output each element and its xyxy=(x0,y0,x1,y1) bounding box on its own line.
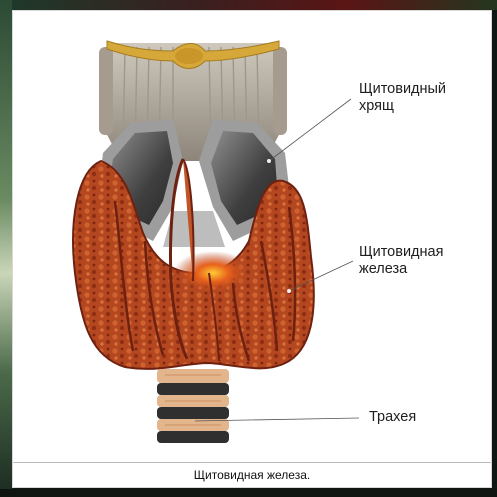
bottom-background-strip xyxy=(0,489,497,497)
label-thyroid-gland-line1: Щитовидная xyxy=(359,244,443,261)
diagram-panel: Щитовидный хрящ Щитовидная железа Трахея… xyxy=(12,10,492,488)
top-background-strip xyxy=(0,0,497,10)
label-thyroid-cartilage: Щитовидный хрящ xyxy=(359,81,446,115)
label-thyroid-cartilage-line2: хрящ xyxy=(359,98,446,115)
label-thyroid-gland-line2: железа xyxy=(359,261,443,278)
thyroid-gland xyxy=(73,159,314,369)
label-thyroid-gland: Щитовидная железа xyxy=(359,244,443,278)
label-trachea: Трахея xyxy=(369,409,416,426)
label-thyroid-cartilage-line1: Щитовидный xyxy=(359,81,446,98)
figure-caption: Щитовидная железа. xyxy=(13,462,491,487)
thyroid-illustration xyxy=(13,11,491,463)
trachea xyxy=(157,369,229,443)
left-background-strip xyxy=(0,0,12,497)
